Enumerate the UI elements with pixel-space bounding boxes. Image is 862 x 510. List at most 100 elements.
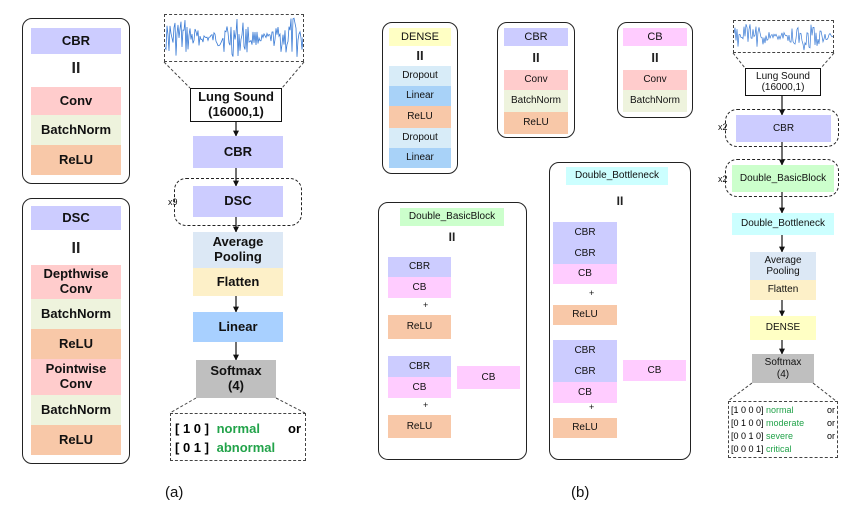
output-or: or [826,418,835,428]
legend-cbr-equals: II [71,60,81,77]
bottleneck-relu1: ReLU [553,305,617,325]
basic-repeat-group-b [725,159,839,197]
basicblock-cb2: CB [388,377,451,398]
legend-dense-title: DENSE [389,28,451,46]
waveform-b-signal [733,24,834,51]
softmax-b-n: (4) [776,368,790,380]
input-lung-sound-a-label: Lung Sound [198,89,274,105]
basicblock-plus1: + [423,300,429,310]
output-row1-a: [ 1 0 ] normal or [175,421,301,436]
caption-b: (b) [571,484,590,501]
softmax-b: Softmax (4) [752,354,814,383]
legend-cb-title: CB [623,28,687,46]
legend-dense-linear1: Linear [389,86,451,106]
output-label-abnormal: abnormal [216,440,276,455]
output-label: moderate [766,418,805,428]
waveform-a [164,14,304,62]
output-box-b [728,401,838,458]
softmax-a: Softmax (4) [196,360,276,398]
output-label-normal: normal [216,421,260,436]
waveform-b [733,20,834,53]
flatten-b: Flatten [750,280,816,300]
output-or-a: or [288,421,301,436]
output-code: [0 0 0 1] [731,444,764,454]
output-label: severe [766,431,794,441]
output-row-moderate: [0 1 0 0] moderate or [731,417,835,430]
cbr-repeat-group-b [725,109,839,147]
bottleneck-cbr4: CBR [553,361,617,382]
basic-repeat-label-b: x2 [718,174,728,184]
bottleneck-cbr2: CBR [553,243,617,264]
softmax-a-label: Softmax [210,363,262,379]
legend-dsc-batchnorm2: BatchNorm [31,395,121,425]
input-lung-sound-b-shape: (16000,1) [761,82,805,93]
softmax-b-label: Softmax [764,357,802,368]
legend-dense-equals: II [416,48,424,63]
waveform-a-signal [164,17,304,57]
legend-b-cbr-conv: Conv [504,70,568,90]
bottleneck-plus1: + [589,288,595,298]
bottleneck-b: Double_Bottleneck [732,213,834,235]
bottleneck-cb1: CB [553,264,617,284]
legend-dsc-title: DSC [31,206,121,230]
legend-b-cbr-title: CBR [504,28,568,46]
legend-dsc-pointwise: Pointwise Conv [31,359,121,395]
output-row-critical: [0 0 0 1] critical [731,443,835,456]
basicblock-plus2: + [423,400,429,410]
legend-cb-conv: Conv [623,70,687,90]
output-label: normal [766,405,794,415]
output-box-a [170,413,306,461]
cbr-block-a: CBR [193,136,283,168]
cbr-repeat-label-b: x2 [718,122,728,132]
bottleneck-cbr1: CBR [553,222,617,243]
dsc-repeat-label-a: x9 [168,197,178,207]
avg-pooling-b: Average Pooling [750,252,816,280]
legend-dense-relu: ReLU [389,106,451,128]
basicblock-equals: II [448,230,456,244]
dsc-block-a: DSC [193,186,283,217]
legend-dense-dropout1: Dropout [389,66,451,86]
input-lung-sound-b-label: Lung Sound [756,70,810,82]
basicblock-cb1: CB [388,277,451,298]
output-code-normal: [ 1 0 ] [175,421,209,436]
avg-pooling-a: Average Pooling [193,232,283,268]
legend-dsc-equals: II [71,240,81,257]
output-row-severe: [0 0 1 0] severe or [731,430,835,443]
basicblock-b: Double_BasicBlock [732,165,834,192]
output-or: or [826,405,835,415]
legend-cbr-relu: ReLU [31,145,121,175]
dsc-repeat-group-a [174,178,302,226]
legend-cbr-batchnorm: BatchNorm [31,115,121,145]
input-lung-sound-a-shape: (16000,1) [208,104,264,119]
flatten-a: Flatten [193,268,283,296]
bottleneck-equals: II [616,194,624,208]
caption-a: (a) [165,484,184,501]
linear-a: Linear [193,312,283,342]
output-row-normal: [1 0 0 0] normal or [731,404,835,417]
bottleneck-plus2: + [589,402,595,412]
output-label: critical [766,444,792,454]
legend-dsc-batchnorm1: BatchNorm [31,299,121,329]
dense-b: DENSE [750,316,816,340]
output-code: [0 0 1 0] [731,431,764,441]
legend-dense-linear2: Linear [389,148,451,168]
basicblock-title: Double_BasicBlock [400,208,504,226]
legend-b-cbr-equals: II [532,50,540,65]
bottleneck-relu2: ReLU [553,418,617,438]
bottleneck-cb-shortcut: CB [623,360,686,381]
output-code-abnormal: [ 0 1 ] [175,440,209,455]
legend-b-cbr-relu: ReLU [504,112,568,134]
legend-cbr-title: CBR [31,28,121,54]
legend-cbr-conv: Conv [31,87,121,115]
basicblock-relu1: ReLU [388,315,451,339]
legend-dsc-depthwise: Depthwise Conv [31,265,121,299]
legend-dense-dropout2: Dropout [389,128,451,148]
bottleneck-cb2: CB [553,382,617,403]
output-code: [0 1 0 0] [731,418,764,428]
bottleneck-cbr3: CBR [553,340,617,361]
output-or: or [826,431,835,441]
softmax-a-n: (4) [228,378,244,393]
legend-cb-batchnorm: BatchNorm [623,90,687,112]
basicblock-cbr1: CBR [388,257,451,277]
basicblock-cb-shortcut: CB [457,366,520,389]
